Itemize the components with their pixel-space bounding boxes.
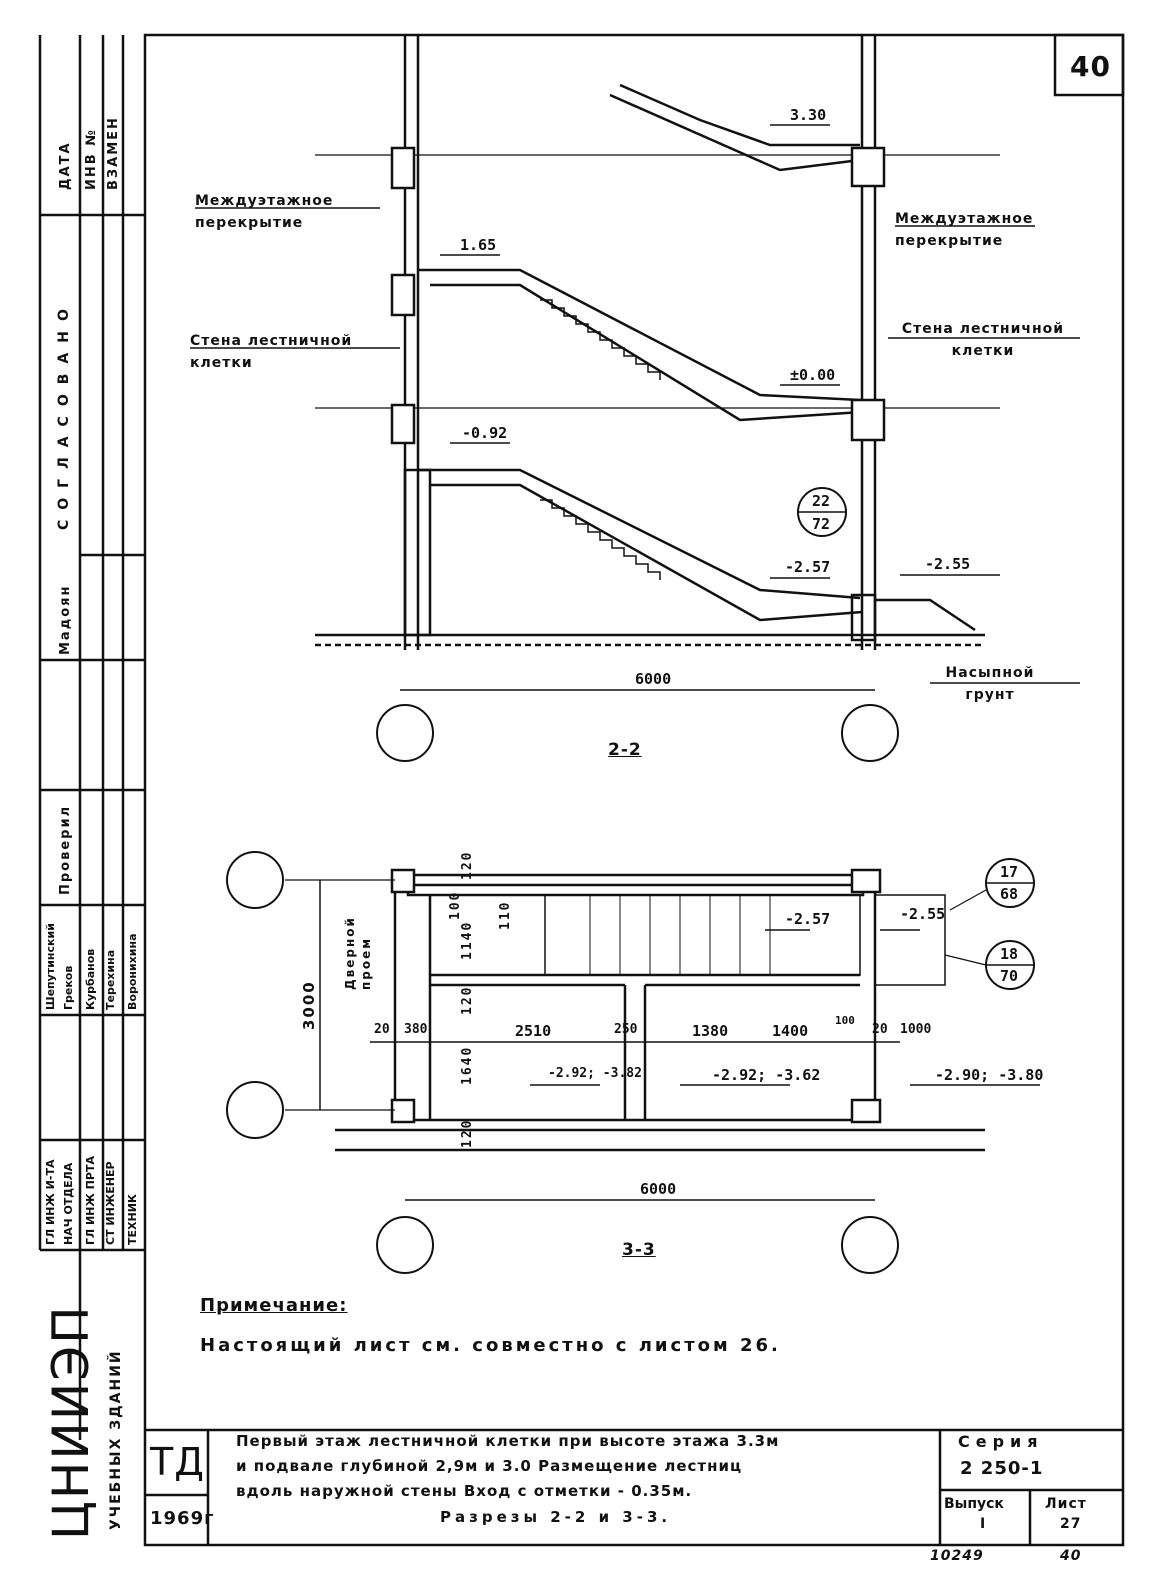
role-3: СТ ИНЖЕНЕР <box>104 1161 117 1245</box>
checked-name: Мадоян <box>58 584 73 655</box>
label-fill: Насыпной грунт <box>945 665 1035 703</box>
date-header: ДАТА <box>58 141 73 190</box>
dim-100b: 100 <box>835 1014 855 1027</box>
dim-20b: 20 <box>872 1022 888 1037</box>
note-heading: Примечание: <box>200 1295 348 1316</box>
bottom-page: 40 <box>1060 1548 1082 1564</box>
title-desc-2: и подвале глубиной 2,9м и 3.0 Размещение… <box>236 1457 743 1475</box>
title-desc-4: Разрезы 2-2 и 3-3. <box>440 1508 672 1526</box>
name-3: Терехина <box>104 949 117 1010</box>
overall-width: 3000 <box>300 980 318 1030</box>
dim-1640: 1640 <box>460 1045 475 1085</box>
elev-room2: -2.92; -3.62 <box>712 1066 821 1084</box>
elev-stair: -2.57 <box>785 910 831 928</box>
label-wall-left: Стена лестничной клетки <box>190 333 353 371</box>
title-td: ТД <box>150 1440 205 1484</box>
elev-mid: 1.65 <box>460 236 497 254</box>
role-4: ТЕХНИК <box>126 1194 139 1245</box>
org-name: ЦНИИЭП <box>42 1304 100 1540</box>
inv-header: ИНВ № <box>84 128 99 190</box>
ref1-bottom: 68 <box>1000 885 1019 903</box>
door-label: Дверной проем <box>343 916 373 990</box>
replace-header: ВЗАМЕН <box>106 116 121 190</box>
dim-250: 250 <box>614 1022 638 1037</box>
series-label: Серия <box>958 1432 1044 1451</box>
elev-outside: -2.55 <box>925 555 971 573</box>
elev-out: -2.55 <box>900 905 946 923</box>
role-0: ГЛ ИНЖ И-ТА <box>44 1159 57 1245</box>
elev-room3: -2.90; -3.80 <box>935 1066 1044 1084</box>
elev-room1: -2.92; -3.82 <box>548 1066 642 1081</box>
title-3-3: 3-3 <box>622 1240 656 1260</box>
dim-380: 380 <box>404 1022 428 1037</box>
name-4: Воронихина <box>126 933 139 1010</box>
elev-landing: -0.92 <box>462 424 508 442</box>
elev-top: 3.30 <box>790 106 827 124</box>
node-ref-bottom: 72 <box>812 515 831 533</box>
page-number-box <box>1053 33 1125 97</box>
label-floor-left: Междуэтажное перекрытие <box>195 193 334 231</box>
checked-header: Проверил <box>58 804 73 895</box>
title-desc-3: вдоль наружной стены Вход с отметки - 0.… <box>236 1482 693 1500</box>
title-desc-1: Первый этаж лестничной клетки при высоте… <box>236 1432 780 1450</box>
dim-100: 100 <box>448 890 463 920</box>
dim-2510: 2510 <box>515 1022 552 1040</box>
dim-110: 110 <box>498 900 513 930</box>
series-value: 2 250-1 <box>960 1458 1044 1479</box>
org-sub: УЧЕБНЫХ ЗДАНИЙ <box>108 1349 124 1530</box>
span-3-3: 6000 <box>640 1180 677 1198</box>
sheet-value: 27 <box>1060 1516 1082 1532</box>
node-ref-top: 22 <box>812 492 831 510</box>
title-2-2: 2-2 <box>608 740 642 760</box>
name-0: Шепутинский <box>44 923 57 1010</box>
span-2-2: 6000 <box>635 670 672 688</box>
label-floor-right: Междуэтажное перекрытие <box>895 211 1034 249</box>
role-2: ГЛ ИНЖ ПРТА <box>84 1156 97 1245</box>
issue-label: Выпуск <box>944 1496 1004 1512</box>
role-1: НАЧ ОТДЕЛА <box>62 1162 75 1245</box>
bottom-code: 10249 <box>930 1548 984 1564</box>
sheet-frame <box>143 33 1125 1547</box>
elev-bottom: -2.57 <box>785 558 831 576</box>
dim-120b: 120 <box>460 985 475 1015</box>
elev-zero: ±0.00 <box>790 366 836 384</box>
title-year: 1969г <box>150 1508 215 1529</box>
note-text: Настоящий лист см. совместно с листом 26… <box>200 1335 781 1356</box>
dim-120c: 120 <box>460 1118 475 1148</box>
issue-value: I <box>980 1516 987 1532</box>
dim-1380: 1380 <box>692 1022 729 1040</box>
name-1: Греков <box>62 965 75 1010</box>
name-2: Курбанов <box>84 948 97 1010</box>
ref1-top: 17 <box>1000 863 1019 881</box>
section-2-2 <box>190 35 1080 762</box>
ref2-bottom: 70 <box>1000 967 1019 985</box>
page-number: 40 <box>1070 50 1111 83</box>
dim-1400: 1400 <box>772 1022 809 1040</box>
ref2-top: 18 <box>1000 945 1019 963</box>
section-3-3 <box>226 851 1040 1274</box>
sheet-label: Лист <box>1045 1496 1087 1512</box>
dim-120a: 120 <box>460 850 475 880</box>
approval-header: СОГЛАСОВАНО <box>56 299 72 530</box>
dim-20a: 20 <box>374 1022 390 1037</box>
label-wall-right: Стена лестничной клетки <box>901 321 1065 359</box>
dim-1000: 1000 <box>900 1022 932 1037</box>
dim-1140: 1140 <box>460 920 475 960</box>
